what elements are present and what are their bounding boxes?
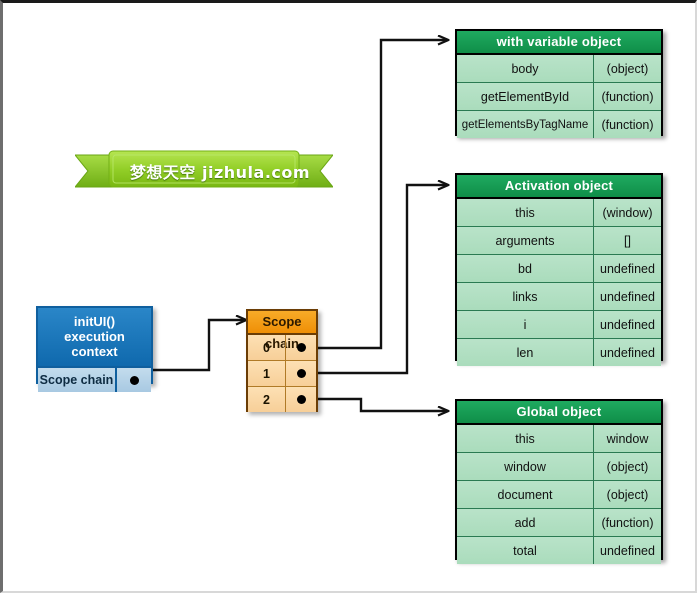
dot-pointer-icon bbox=[296, 395, 306, 404]
table-row: len undefined bbox=[457, 339, 661, 366]
cell-key: body bbox=[457, 55, 594, 82]
scope-chain-box: Scope chain 0 1 2 bbox=[246, 309, 318, 412]
table-row: arguments [] bbox=[457, 227, 661, 255]
cell-key: total bbox=[457, 537, 594, 564]
cell-value: undefined bbox=[600, 261, 655, 276]
wire-scope0-to-with-object bbox=[318, 40, 448, 350]
cell-value: undefined bbox=[600, 543, 655, 558]
cell-key: getElementById bbox=[457, 83, 594, 110]
dot-pointer-icon bbox=[129, 375, 139, 385]
table-row: document (object) bbox=[457, 481, 661, 509]
cell-value: (object) bbox=[606, 487, 649, 502]
table-row: bd undefined bbox=[457, 255, 661, 283]
wire-scope2-to-global-object bbox=[318, 397, 448, 411]
cell-key: i bbox=[457, 311, 594, 338]
table-row: i undefined bbox=[457, 311, 661, 339]
wire-ec-to-scopechain bbox=[153, 320, 246, 372]
table-row: total undefined bbox=[457, 537, 661, 564]
scope-chain-pointer-1 bbox=[286, 361, 316, 386]
with-variable-object-header: with variable object bbox=[457, 31, 661, 55]
execution-context-title-line1: initUI() bbox=[73, 314, 116, 329]
activation-object-table: Activation object this (window) argument… bbox=[455, 173, 663, 366]
cell-value: (object) bbox=[606, 61, 649, 76]
dot-pointer-icon bbox=[296, 369, 306, 378]
cell-key: window bbox=[457, 453, 594, 480]
execution-context-title: initUI() execution context bbox=[38, 308, 151, 368]
scope-chain-index-1: 1 bbox=[248, 361, 286, 386]
dot-pointer-icon bbox=[296, 343, 306, 352]
table-row: links undefined bbox=[457, 283, 661, 311]
global-object-header: Global object bbox=[457, 401, 661, 425]
scope-chain-row-0: 0 bbox=[248, 335, 316, 361]
cell-key: arguments bbox=[457, 227, 594, 254]
activation-object-header: Activation object bbox=[457, 175, 661, 199]
ribbon-shape bbox=[73, 150, 335, 188]
cell-key: document bbox=[457, 481, 594, 508]
execution-context-row-label: Scope chain bbox=[38, 368, 117, 392]
cell-key: this bbox=[457, 425, 594, 452]
cell-key: getElementsByTagName bbox=[457, 111, 594, 138]
scope-chain-pointer-2 bbox=[286, 387, 316, 412]
execution-context-scope-chain-row: Scope chain bbox=[38, 368, 151, 392]
execution-context-pointer-cell bbox=[117, 368, 151, 392]
scope-chain-row-1: 1 bbox=[248, 361, 316, 387]
cell-value: (function) bbox=[601, 89, 654, 104]
cell-value: undefined bbox=[600, 317, 655, 332]
table-row: add (function) bbox=[457, 509, 661, 537]
scope-chain-index-0: 0 bbox=[248, 335, 286, 360]
scope-chain-index-2: 2 bbox=[248, 387, 286, 412]
with-variable-object-table: with variable object body (object) getEl… bbox=[455, 29, 663, 138]
table-row: this window bbox=[457, 425, 661, 453]
scope-chain-pointer-0 bbox=[286, 335, 316, 360]
table-row: this (window) bbox=[457, 199, 661, 227]
cell-key: add bbox=[457, 509, 594, 536]
cell-value: (object) bbox=[606, 459, 649, 474]
global-object-table: Global object this window window (object… bbox=[455, 399, 663, 564]
wire-scope1-to-activation-object bbox=[318, 185, 448, 375]
cell-value: window bbox=[606, 431, 649, 446]
cell-value: undefined bbox=[600, 289, 655, 304]
cell-value: (window) bbox=[602, 205, 653, 220]
cell-value: (function) bbox=[601, 515, 654, 530]
table-row: getElementsByTagName (function) bbox=[457, 111, 661, 138]
scope-chain-header: Scope chain bbox=[248, 311, 316, 351]
cell-key: len bbox=[457, 339, 594, 366]
execution-context-title-line2: execution context bbox=[64, 329, 125, 359]
cell-key: bd bbox=[457, 255, 594, 282]
table-row: getElementById (function) bbox=[457, 83, 661, 111]
cell-key: this bbox=[457, 199, 594, 226]
cell-value: [] bbox=[624, 233, 631, 248]
table-row: window (object) bbox=[457, 453, 661, 481]
scope-chain-row-2: 2 bbox=[248, 387, 316, 412]
watermark-text: 梦想天空 jizhula.com bbox=[129, 162, 311, 182]
watermark-ribbon: 梦想天空 jizhula.com bbox=[73, 149, 335, 193]
cell-key: links bbox=[457, 283, 594, 310]
cell-value: undefined bbox=[600, 345, 655, 360]
cell-value: (function) bbox=[601, 117, 654, 132]
table-row: body (object) bbox=[457, 55, 661, 83]
execution-context-box: initUI() execution context Scope chain bbox=[36, 306, 153, 392]
